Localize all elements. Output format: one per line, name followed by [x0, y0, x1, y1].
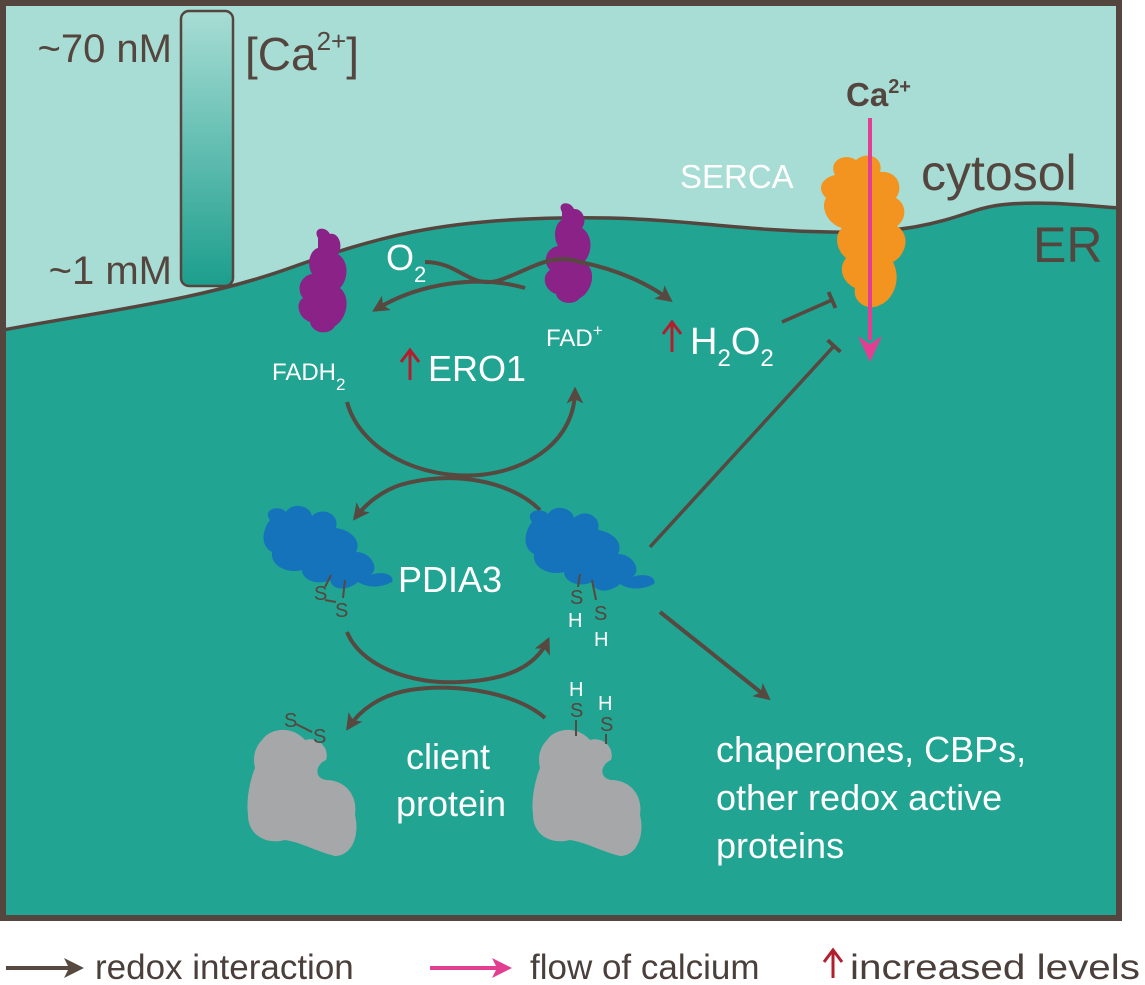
- er-membrane: [2, 201, 1120, 332]
- ero1-label: ERO1: [428, 348, 526, 389]
- fadh2-main: FADH: [272, 359, 336, 386]
- fad-sup: +: [593, 321, 603, 340]
- targets-line3: proteins: [716, 825, 844, 866]
- oxygen-label: O2: [386, 237, 426, 287]
- pdia3-bond-line: [342, 579, 346, 599]
- o2-to-fadh2-arrow: [372, 279, 526, 312]
- client-disulfide-bond: [295, 723, 313, 733]
- legend-redox-arrowhead: [64, 958, 84, 978]
- serca-label: SERCA: [680, 158, 794, 195]
- targets-line1: chaperones, CBPs,: [716, 729, 1026, 770]
- figure-frame: [0, 0, 1122, 921]
- fad-label: FAD+: [546, 321, 603, 352]
- legend-calcium-text: flow of calcium: [530, 948, 760, 985]
- client-reduces-pdia3-arrow: [345, 631, 550, 685]
- h2o2-increase-arrow: [661, 319, 683, 352]
- pdia3-disulfide-bond: [324, 599, 337, 603]
- client-protein-oxidized: [247, 729, 357, 856]
- pdia3-label: PDIA3: [398, 559, 502, 600]
- calcium-flow-arrowhead: [858, 336, 882, 362]
- ero1-protein-reduced: [298, 228, 347, 333]
- client-label-line1: client: [406, 736, 490, 777]
- gradient-title-sup: 2+: [317, 26, 347, 56]
- pdia3-thiol-sulfur: S: [570, 587, 583, 609]
- pdia3-bond-line: [324, 574, 332, 588]
- pdia3-to-targets-arrow: [658, 610, 771, 701]
- gradient-title: [Ca2+]: [245, 26, 359, 80]
- legend-redox-text: redox interaction: [95, 948, 354, 985]
- pdia3-thiol-hydrogen: H: [594, 629, 608, 651]
- pdia3-thiol-sulfur: S: [594, 603, 607, 625]
- pdia3-protein-oxidized: [263, 505, 393, 589]
- client-sulfur: S: [313, 726, 326, 748]
- pdia3-thiol-line: [591, 579, 597, 601]
- serca-ion-label: Ca2+: [846, 76, 911, 113]
- ero1-oxidizes-pdia3-arrow: [352, 476, 542, 521]
- pdia3-protein-reduced: [525, 507, 655, 591]
- serca-ion-sup: 2+: [888, 76, 911, 98]
- er-label: ER: [1033, 217, 1102, 273]
- pdia3-inhibits-serca: [648, 338, 842, 549]
- serca-ion: Ca: [846, 76, 889, 113]
- oxygen-sub: 2: [414, 262, 426, 287]
- h2o2-label: H2O2: [690, 321, 774, 372]
- client-sulfur: S: [570, 700, 583, 722]
- ero1-to-h2o2-arrow: [424, 257, 673, 303]
- client-label-line2: protein: [396, 783, 506, 824]
- h2o2-sub1: 2: [717, 345, 730, 372]
- h2o2-inhibits-serca: [781, 291, 838, 324]
- cytosol-label: cytosol: [921, 145, 1077, 201]
- ero1-protein-oxidized: [544, 203, 593, 303]
- gradient-bottom-label: ~1 mM: [49, 249, 172, 293]
- h2o2-o: O: [731, 321, 761, 363]
- client-protein-reduced: [532, 729, 642, 856]
- h2o2-sub2: 2: [760, 345, 773, 372]
- client-sulfur: S: [600, 714, 613, 736]
- oxygen-main: O: [386, 237, 414, 278]
- fadh2-label: FADH2: [272, 359, 345, 394]
- client-sulfur: S: [284, 710, 297, 732]
- ero1-increase-arrow: [399, 347, 421, 380]
- fad-main: FAD: [546, 325, 593, 352]
- pdia3-sulfur: S: [314, 583, 327, 605]
- legend-increased-text: increased levels: [850, 948, 1140, 985]
- client-hydrogen: H: [569, 679, 583, 701]
- pdia3-thiol-line: [577, 573, 581, 588]
- serca-protein: [820, 155, 906, 308]
- h2o2-h: H: [690, 321, 717, 363]
- pdia3-sulfur: S: [335, 600, 348, 622]
- client-hydrogen: H: [598, 693, 612, 715]
- gradient-title-close: ]: [346, 28, 359, 80]
- legend-increase-arrow: [822, 947, 844, 978]
- gradient-title-main: [Ca: [245, 28, 317, 80]
- fadh2-sub: 2: [336, 375, 345, 394]
- gradient-top-label: ~70 nM: [37, 27, 172, 71]
- legend-calcium-arrowhead: [492, 958, 512, 978]
- pdia3-oxidizes-client-arrow: [346, 685, 547, 731]
- pdia3-thiol-hydrogen: H: [568, 610, 582, 632]
- targets-line2: other redox active: [716, 777, 1002, 818]
- calcium-gradient-bar: [179, 9, 235, 288]
- pdia3-reduces-ero1-arrow: [345, 386, 584, 478]
